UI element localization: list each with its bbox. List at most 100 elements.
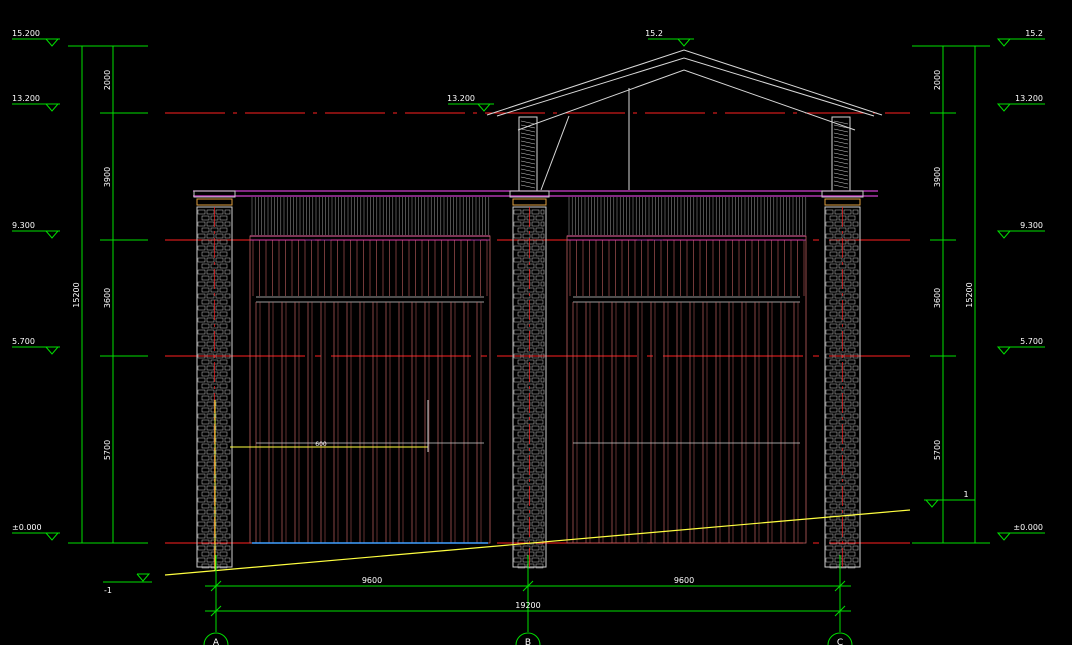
stone-block [847, 455, 856, 461]
roof-hatch-line [520, 144, 536, 149]
stone-block [513, 437, 522, 443]
stone-block [852, 437, 859, 443]
stone-block [834, 497, 843, 503]
stone-block [215, 341, 224, 347]
stone-block [834, 545, 843, 551]
stone-block [852, 305, 859, 311]
stone-block [535, 527, 544, 533]
stone-block [535, 563, 544, 569]
stone-block [531, 353, 540, 359]
stone-block [517, 503, 526, 509]
stone-block [219, 347, 228, 353]
stone-block [847, 335, 856, 341]
column-capital [193, 190, 236, 198]
stone-block [224, 209, 231, 215]
stone-block [206, 281, 215, 287]
stone-block [522, 545, 531, 551]
stone-block [526, 419, 535, 425]
stone-block [215, 233, 224, 239]
stone-block [829, 539, 838, 545]
stone-block [825, 401, 834, 407]
stone-block [847, 515, 856, 521]
stone-block [825, 293, 834, 299]
stone-block [206, 305, 215, 311]
stone-block [215, 245, 224, 251]
stone-block [852, 545, 859, 551]
stone-block [526, 383, 535, 389]
stone-block [224, 281, 231, 287]
stone-block [843, 461, 852, 467]
stone-block [834, 389, 843, 395]
stone-block [535, 215, 544, 221]
stone-block [513, 377, 522, 383]
stone-block [852, 425, 859, 431]
level-marker-left [45, 38, 60, 47]
stone-block [522, 341, 531, 347]
stone-block [540, 257, 545, 263]
stone-block [535, 395, 544, 401]
stone-block [206, 437, 215, 443]
bay-cladding [249, 197, 807, 544]
stone-block [522, 221, 531, 227]
stone-block [843, 509, 852, 515]
stone-block [215, 377, 224, 383]
level-right-3: 5.700 [1020, 337, 1043, 346]
stone-block [531, 329, 540, 335]
stone-block [847, 539, 856, 545]
stone-block [522, 377, 531, 383]
roof-column-hatch [520, 120, 849, 189]
stone-block [197, 509, 206, 515]
stone-block [843, 485, 852, 491]
stone-block [201, 467, 210, 473]
stone-block [206, 557, 215, 563]
roof-hatch-line [833, 152, 849, 157]
stone-block [847, 299, 856, 305]
stone-block [526, 323, 535, 329]
stone-block [201, 359, 210, 365]
stone-block [843, 413, 852, 419]
stone-block [517, 443, 526, 449]
stone-block [197, 257, 206, 263]
stone-block [526, 443, 535, 449]
stone-block [513, 401, 522, 407]
stone-block [224, 269, 231, 275]
stone-block [197, 449, 206, 455]
stone-block [522, 401, 531, 407]
stone-block [843, 245, 852, 251]
stone-block [206, 317, 215, 323]
stone-block [219, 227, 228, 233]
roof-hatch-line [833, 144, 849, 149]
stone-block [224, 245, 231, 251]
stone-block [513, 281, 522, 287]
stone-block [522, 485, 531, 491]
stone-block [219, 491, 228, 497]
stone-block [197, 317, 206, 323]
stone-block [540, 449, 545, 455]
stone-block [219, 335, 228, 341]
stone-block [847, 527, 856, 533]
stone-block [219, 287, 228, 293]
roof-hatch-line [833, 132, 849, 137]
stone-block [829, 239, 838, 245]
stone-block [224, 509, 231, 515]
stone-block [215, 293, 224, 299]
bay-dim-1: 9600 [362, 576, 382, 585]
stone-block [215, 365, 224, 371]
stone-block [215, 269, 224, 275]
stone-block [517, 491, 526, 497]
stone-block [201, 347, 210, 353]
stone-block [224, 473, 231, 479]
level-marker-left [45, 346, 60, 355]
tick-a2 [210, 605, 222, 617]
stone-block [206, 401, 215, 407]
tick-b1 [522, 580, 534, 592]
stone-block [197, 437, 206, 443]
roof-hatch-line [833, 124, 849, 129]
right-dim-seg-3: 5700 [933, 440, 942, 460]
stone-block [540, 461, 545, 467]
stone-block [834, 449, 843, 455]
level-left-2: 9.300 [12, 221, 35, 230]
stone-block [517, 431, 526, 437]
stone-block [219, 251, 228, 257]
